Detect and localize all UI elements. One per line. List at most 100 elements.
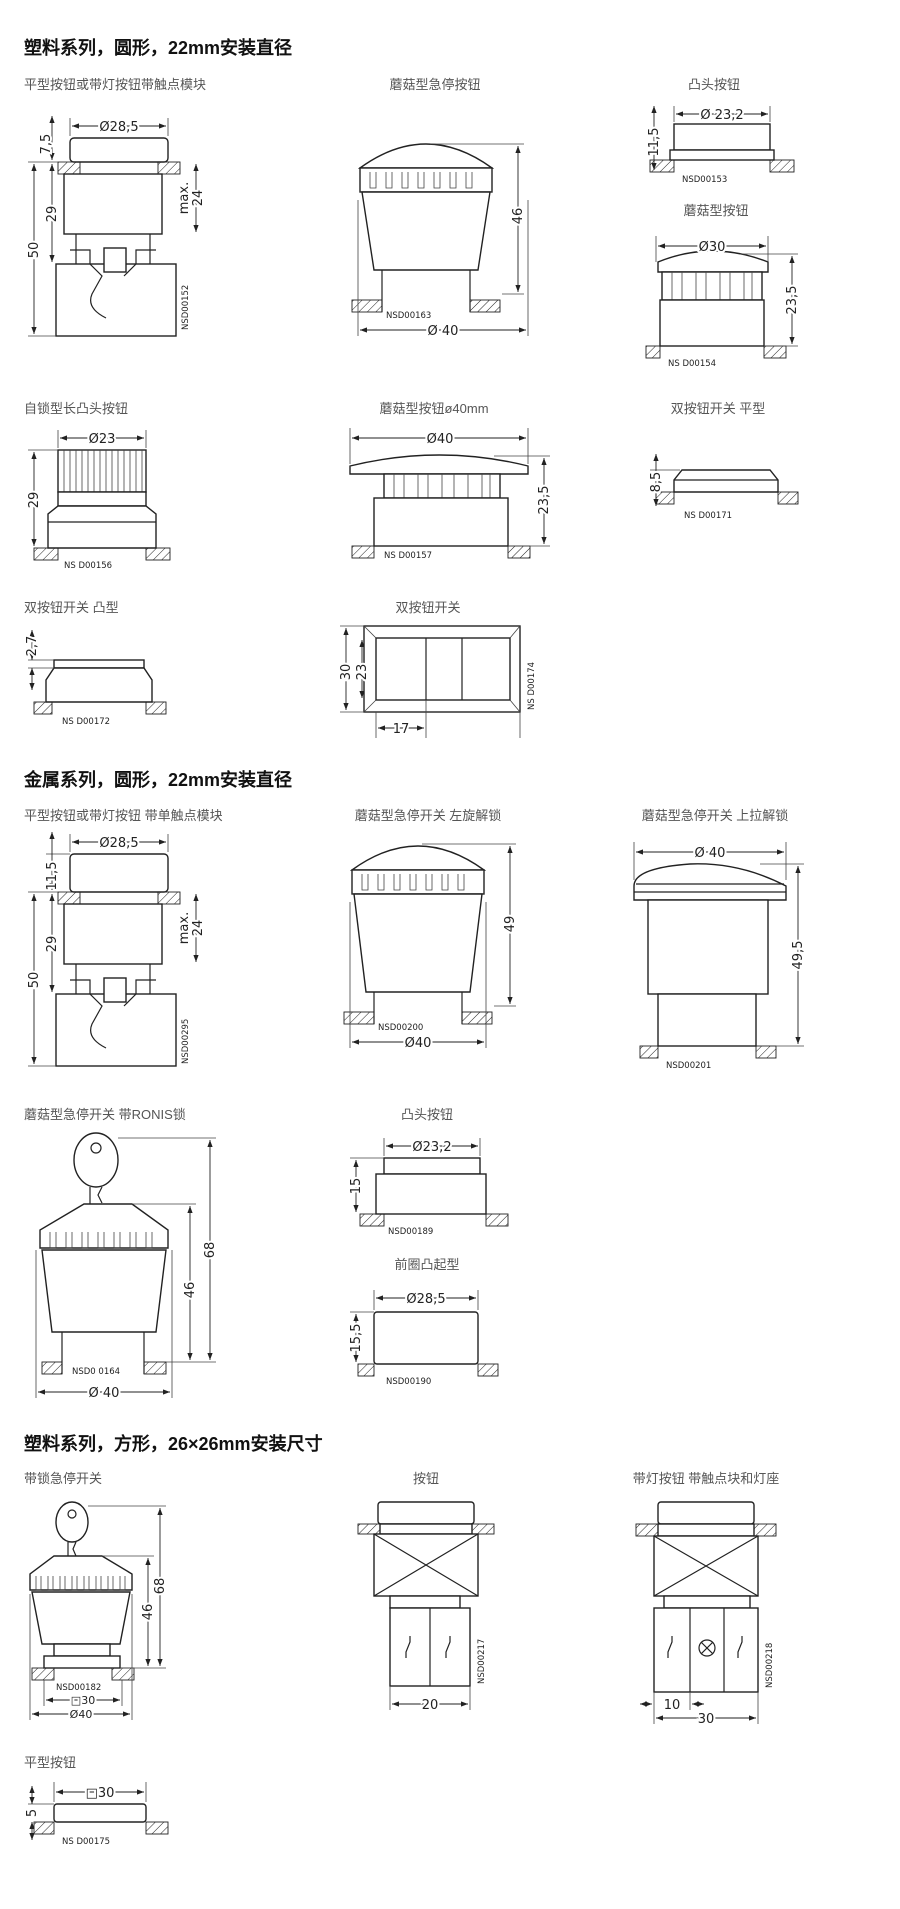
svg-text:29: 29 bbox=[45, 206, 60, 223]
drawing-square-push-button: 20 NSD00217 bbox=[357, 1501, 495, 1715]
svg-text:Ø30: Ø30 bbox=[699, 240, 726, 255]
svg-text:NSD00201: NSD00201 bbox=[666, 1061, 711, 1071]
svg-text:23,5: 23,5 bbox=[537, 486, 552, 515]
svg-text:49: 49 bbox=[503, 916, 518, 933]
panel-title: 蘑菇型急停按钮 bbox=[389, 77, 481, 92]
panel-title: 双按钮开关 bbox=[395, 600, 461, 615]
svg-text:20: 20 bbox=[422, 1698, 439, 1713]
svg-text:15: 15 bbox=[349, 1178, 364, 1195]
svg-text:Ø 23,2: Ø 23,2 bbox=[700, 108, 743, 123]
svg-text:7,5: 7,5 bbox=[39, 134, 54, 155]
svg-text:max.: max. bbox=[177, 182, 192, 214]
panel-title: 蘑菇型按钮 bbox=[683, 203, 749, 218]
switch-contact-icon bbox=[667, 1636, 743, 1658]
section-heading-metal-round: 金属系列，圆形，22mm安装直径 bbox=[24, 770, 293, 790]
svg-text:5: 5 bbox=[25, 1809, 40, 1817]
section-heading-plastic-square: 塑料系列，方形，26×26mm安装尺寸 bbox=[24, 1434, 323, 1454]
svg-text:NS D00156: NS D00156 bbox=[64, 561, 112, 571]
panel-title: 带锁急停开关 bbox=[24, 1471, 103, 1486]
svg-text:NSD00200: NSD00200 bbox=[378, 1023, 423, 1033]
svg-text:Ø23: Ø23 bbox=[89, 432, 116, 447]
panel-title: 凸头按钮 bbox=[400, 1107, 454, 1122]
svg-text:23: 23 bbox=[355, 664, 370, 681]
drawing-flat-button-contact-module: Ø28,5 7,5 29 50 max. 24 NSD00152 bbox=[25, 116, 208, 337]
svg-text:NS D00172: NS D00172 bbox=[62, 717, 110, 727]
svg-text:NS D00171: NS D00171 bbox=[684, 511, 732, 521]
svg-text:NSD00189: NSD00189 bbox=[388, 1227, 433, 1237]
svg-text:NS D00154: NS D00154 bbox=[668, 359, 716, 369]
svg-text:NSD00163: NSD00163 bbox=[386, 311, 431, 321]
svg-text:49,5: 49,5 bbox=[791, 941, 806, 970]
svg-text:29: 29 bbox=[45, 936, 60, 953]
panel-title: 蘑菇型急停开关 带RONIS锁 bbox=[24, 1107, 186, 1122]
svg-text:15,5: 15,5 bbox=[349, 1324, 364, 1353]
panel-title: 前圈凸起型 bbox=[394, 1257, 460, 1272]
svg-text:68: 68 bbox=[153, 1578, 168, 1595]
svg-text:NSD00190: NSD00190 bbox=[386, 1377, 431, 1387]
svg-text:Ø40: Ø40 bbox=[70, 1708, 93, 1721]
drawing-mushroom-estop-twist-release: 49 Ø40 NSD00200 bbox=[343, 843, 520, 1053]
panel-title: 平型按钮或带灯按钮 带单触点模块 bbox=[24, 808, 223, 823]
drawing-front-ring-raised: Ø28,5 15,5 NSD00190 bbox=[347, 1290, 499, 1387]
svg-text:Ø 40: Ø 40 bbox=[428, 324, 459, 339]
drawing-square-flat-button: □30 5 NS D00175 bbox=[23, 1782, 169, 1847]
svg-text:□30: □30 bbox=[86, 1786, 115, 1801]
svg-text:Ø 40: Ø 40 bbox=[89, 1386, 120, 1401]
panel-title: 蘑菇型按钮ø40mm bbox=[379, 401, 489, 416]
svg-text:max.: max. bbox=[177, 912, 192, 944]
svg-text:50: 50 bbox=[27, 972, 42, 989]
panel-title: 凸头按钮 bbox=[687, 77, 741, 92]
svg-text:8,5: 8,5 bbox=[649, 472, 664, 493]
svg-text:Ø 40: Ø 40 bbox=[695, 846, 726, 861]
svg-text:11,5: 11,5 bbox=[647, 128, 662, 157]
section-heading-plastic-round: 塑料系列，圆形，22mm安装直径 bbox=[24, 38, 293, 58]
svg-text:50: 50 bbox=[27, 242, 42, 259]
drawing-mushroom-estop-pull-release: Ø 40 49,5 NSD00201 bbox=[633, 842, 808, 1071]
panel-title: 平型按钮 bbox=[24, 1755, 77, 1770]
panel-title: 按钮 bbox=[412, 1471, 440, 1486]
drawing-latching-long-button: Ø23 29 NS D00156 bbox=[25, 430, 171, 571]
drawing-mushroom-40mm: Ø40 23,5 NS D00157 bbox=[349, 428, 554, 561]
svg-text:17: 17 bbox=[393, 722, 410, 737]
svg-text:NSD0 0164: NSD0 0164 bbox=[72, 1367, 120, 1377]
svg-text:29: 29 bbox=[27, 492, 42, 509]
switch-contact-icon bbox=[405, 1636, 451, 1658]
svg-text:NSD00218: NSD00218 bbox=[765, 1643, 775, 1688]
svg-text:Ø28,5: Ø28,5 bbox=[99, 120, 138, 135]
svg-text:NSD00217: NSD00217 bbox=[477, 1639, 487, 1684]
svg-text:2,7: 2,7 bbox=[25, 636, 40, 657]
svg-text:Ø28,5: Ø28,5 bbox=[99, 836, 138, 851]
panel-title: 自锁型长凸头按钮 bbox=[24, 401, 129, 416]
svg-text:□30: □30 bbox=[71, 1694, 95, 1707]
panel-title: 蘑菇型急停开关 左旋解锁 bbox=[354, 808, 502, 823]
svg-text:NSD00182: NSD00182 bbox=[56, 1683, 101, 1693]
panel-title: 蘑菇型急停开关 上拉解锁 bbox=[641, 808, 789, 823]
svg-text:Ø23,2: Ø23,2 bbox=[412, 1140, 451, 1155]
svg-text:46: 46 bbox=[511, 208, 526, 225]
drawing-double-button-flat: 8,5 NS D00171 bbox=[647, 454, 799, 521]
svg-text:Ø40: Ø40 bbox=[427, 432, 454, 447]
svg-text:NS D00157: NS D00157 bbox=[384, 551, 432, 561]
drawing-mushroom-button: Ø30 23,5 NS D00154 bbox=[645, 236, 802, 369]
panel-title: 带灯按钮 带触点块和灯座 bbox=[632, 1471, 780, 1486]
drawing-square-lock-estop: 46 68 □30 Ø40 NSD00182 bbox=[29, 1501, 170, 1723]
svg-text:68: 68 bbox=[203, 1242, 218, 1259]
key-icon bbox=[73, 1132, 119, 1188]
svg-text:NSD00152: NSD00152 bbox=[181, 285, 191, 330]
svg-text:23,5: 23,5 bbox=[785, 286, 800, 315]
svg-text:30: 30 bbox=[339, 664, 354, 681]
drawing-metal-flat-button: Ø28,5 11,5 29 50 max. 24 NSD00295 bbox=[25, 832, 208, 1067]
drawing-raised-button: Ø 23,2 11,5 NSD00153 bbox=[645, 106, 795, 185]
panel-title: 平型按钮或带灯按钮带触点模块 bbox=[24, 77, 207, 92]
svg-text:Ø28,5: Ø28,5 bbox=[406, 1292, 445, 1307]
svg-text:10: 10 bbox=[664, 1698, 681, 1713]
svg-text:NS D00174: NS D00174 bbox=[527, 662, 537, 710]
lamp-icon bbox=[698, 1639, 716, 1657]
panel-title: 双按钮开关 凸型 bbox=[24, 600, 119, 615]
svg-text:24: 24 bbox=[191, 920, 206, 937]
key-icon bbox=[55, 1501, 89, 1543]
svg-text:NS D00175: NS D00175 bbox=[62, 1837, 110, 1847]
drawing-mushroom-estop: 46 Ø 40 NSD00163 bbox=[351, 143, 529, 341]
drawing-double-button-top: 30 23 17 NS D00174 bbox=[337, 625, 537, 739]
svg-text:11,5: 11,5 bbox=[45, 862, 60, 891]
